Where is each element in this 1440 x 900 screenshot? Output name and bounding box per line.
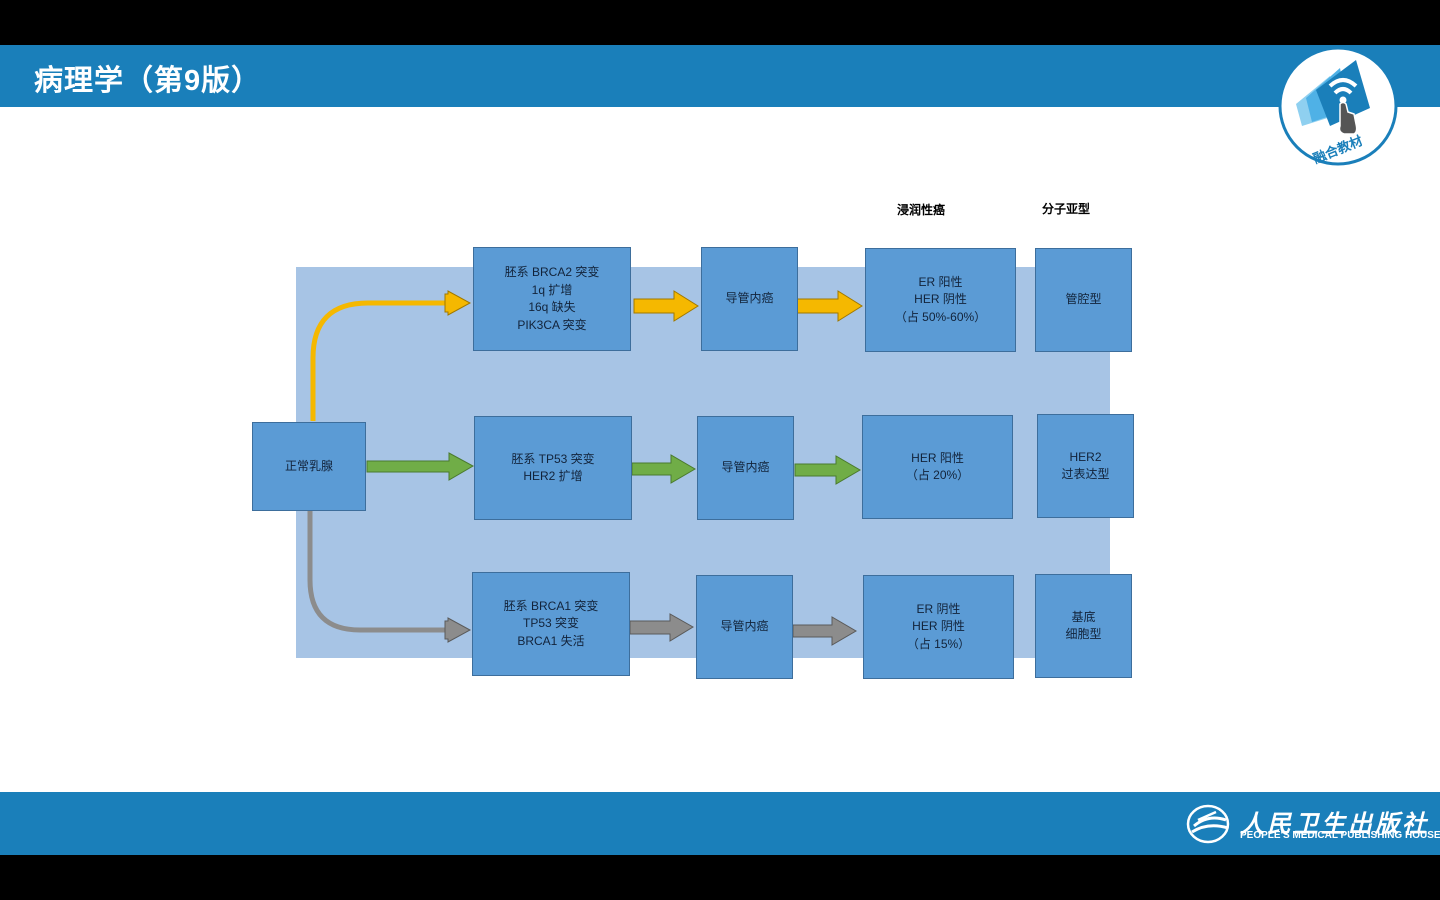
- slide: 病理学（第9版） 融合教材 浸润性癌 分子亚型: [0, 45, 1440, 855]
- publisher-logo-icon: [1186, 804, 1230, 844]
- row2-invasive-box: HER 阳性 （占 20%）: [862, 415, 1013, 519]
- invasive-text: HER 阳性: [911, 450, 964, 465]
- alteration-text: 胚系 BRCA1 突变: [503, 598, 599, 613]
- flow-connectors: [307, 290, 863, 646]
- fusion-textbook-badge-icon: 融合教材: [1278, 46, 1398, 166]
- arrow-row1-mid: [633, 290, 699, 322]
- row2-dcis-box: 导管内癌: [697, 416, 794, 520]
- page-title: 病理学（第9版）: [34, 65, 262, 97]
- arrow-row1-start: [444, 290, 472, 316]
- row2-alterations-box: 胚系 TP53 突变 HER2 扩增: [474, 416, 632, 520]
- header-bar: 病理学（第9版）: [0, 45, 1440, 107]
- arrow-row2-mid: [631, 454, 696, 484]
- row1-dcis-box: 导管内癌: [701, 247, 798, 351]
- dcis-label: 导管内癌: [720, 619, 769, 634]
- invasive-text: （占 50%-60%）: [894, 309, 987, 324]
- alteration-text: 胚系 BRCA2 突变: [504, 265, 600, 279]
- arrow-row3-start: [444, 617, 472, 643]
- row1-alterations-box: 胚系 BRCA2 突变 1q 扩增 16q 缺失 PIK3CA 突变: [473, 247, 631, 351]
- publisher-name-cn: 人民卫生出版社: [1240, 811, 1429, 838]
- invasive-text: （占 20%）: [905, 468, 970, 482]
- alteration-text: PIK3CA 突变: [517, 317, 587, 332]
- invasive-text: （占 15%）: [906, 636, 971, 651]
- invasive-text: HER 阴性: [914, 292, 967, 307]
- alteration-text: 1q 扩增: [531, 282, 573, 297]
- arrow-row3-end: [792, 616, 857, 646]
- subtype-text: 过表达型: [1061, 467, 1110, 481]
- row1-subtype-box: 管腔型: [1035, 248, 1132, 352]
- column-header-subtype: 分子亚型: [1042, 202, 1091, 216]
- subtype-text: 细胞型: [1065, 627, 1102, 641]
- alteration-text: 胚系 TP53 突变: [511, 451, 595, 466]
- arrow-row1-end: [796, 290, 863, 322]
- subtype-text: HER2: [1069, 449, 1102, 464]
- row3-dcis-box: 导管内癌: [696, 575, 793, 679]
- alteration-text: 16q 缺失: [528, 300, 576, 314]
- subtype-text: 基底: [1071, 609, 1096, 624]
- alteration-text: TP53 突变: [522, 616, 580, 631]
- start-box-normal-breast: 正常乳腺: [252, 422, 366, 511]
- row2-subtype-box: HER2 过表达型: [1037, 414, 1134, 518]
- invasive-text: ER 阳性: [918, 274, 963, 289]
- publisher-name-en: PEOPLE'S MEDICAL PUBLISHING HOUSE: [1240, 830, 1440, 841]
- row3-alterations-box: 胚系 BRCA1 突变 TP53 突变 BRCA1 失活: [472, 572, 630, 676]
- dcis-label: 导管内癌: [725, 291, 774, 306]
- alteration-text: BRCA1 失活: [517, 633, 585, 648]
- row1-invasive-box: ER 阳性 HER 阴性 （占 50%-60%）: [865, 248, 1016, 352]
- subtype-text: 管腔型: [1065, 292, 1102, 307]
- arrow-row2-end: [794, 455, 861, 485]
- dcis-label: 导管内癌: [721, 460, 770, 475]
- footer-bar: 人民卫生出版社 PEOPLE'S MEDICAL PUBLISHING HOUS…: [0, 792, 1440, 855]
- column-header-invasive: 浸润性癌: [897, 203, 946, 217]
- invasive-text: HER 阴性: [912, 619, 965, 634]
- arrow-row2-start: [366, 452, 475, 481]
- alteration-text: HER2 扩增: [523, 469, 583, 483]
- row3-subtype-box: 基底 细胞型: [1035, 574, 1132, 678]
- invasive-text: ER 阴性: [916, 601, 961, 616]
- start-label: 正常乳腺: [284, 458, 333, 473]
- arrow-row3-mid: [629, 613, 694, 642]
- row3-invasive-box: ER 阴性 HER 阴性 （占 15%）: [863, 575, 1014, 679]
